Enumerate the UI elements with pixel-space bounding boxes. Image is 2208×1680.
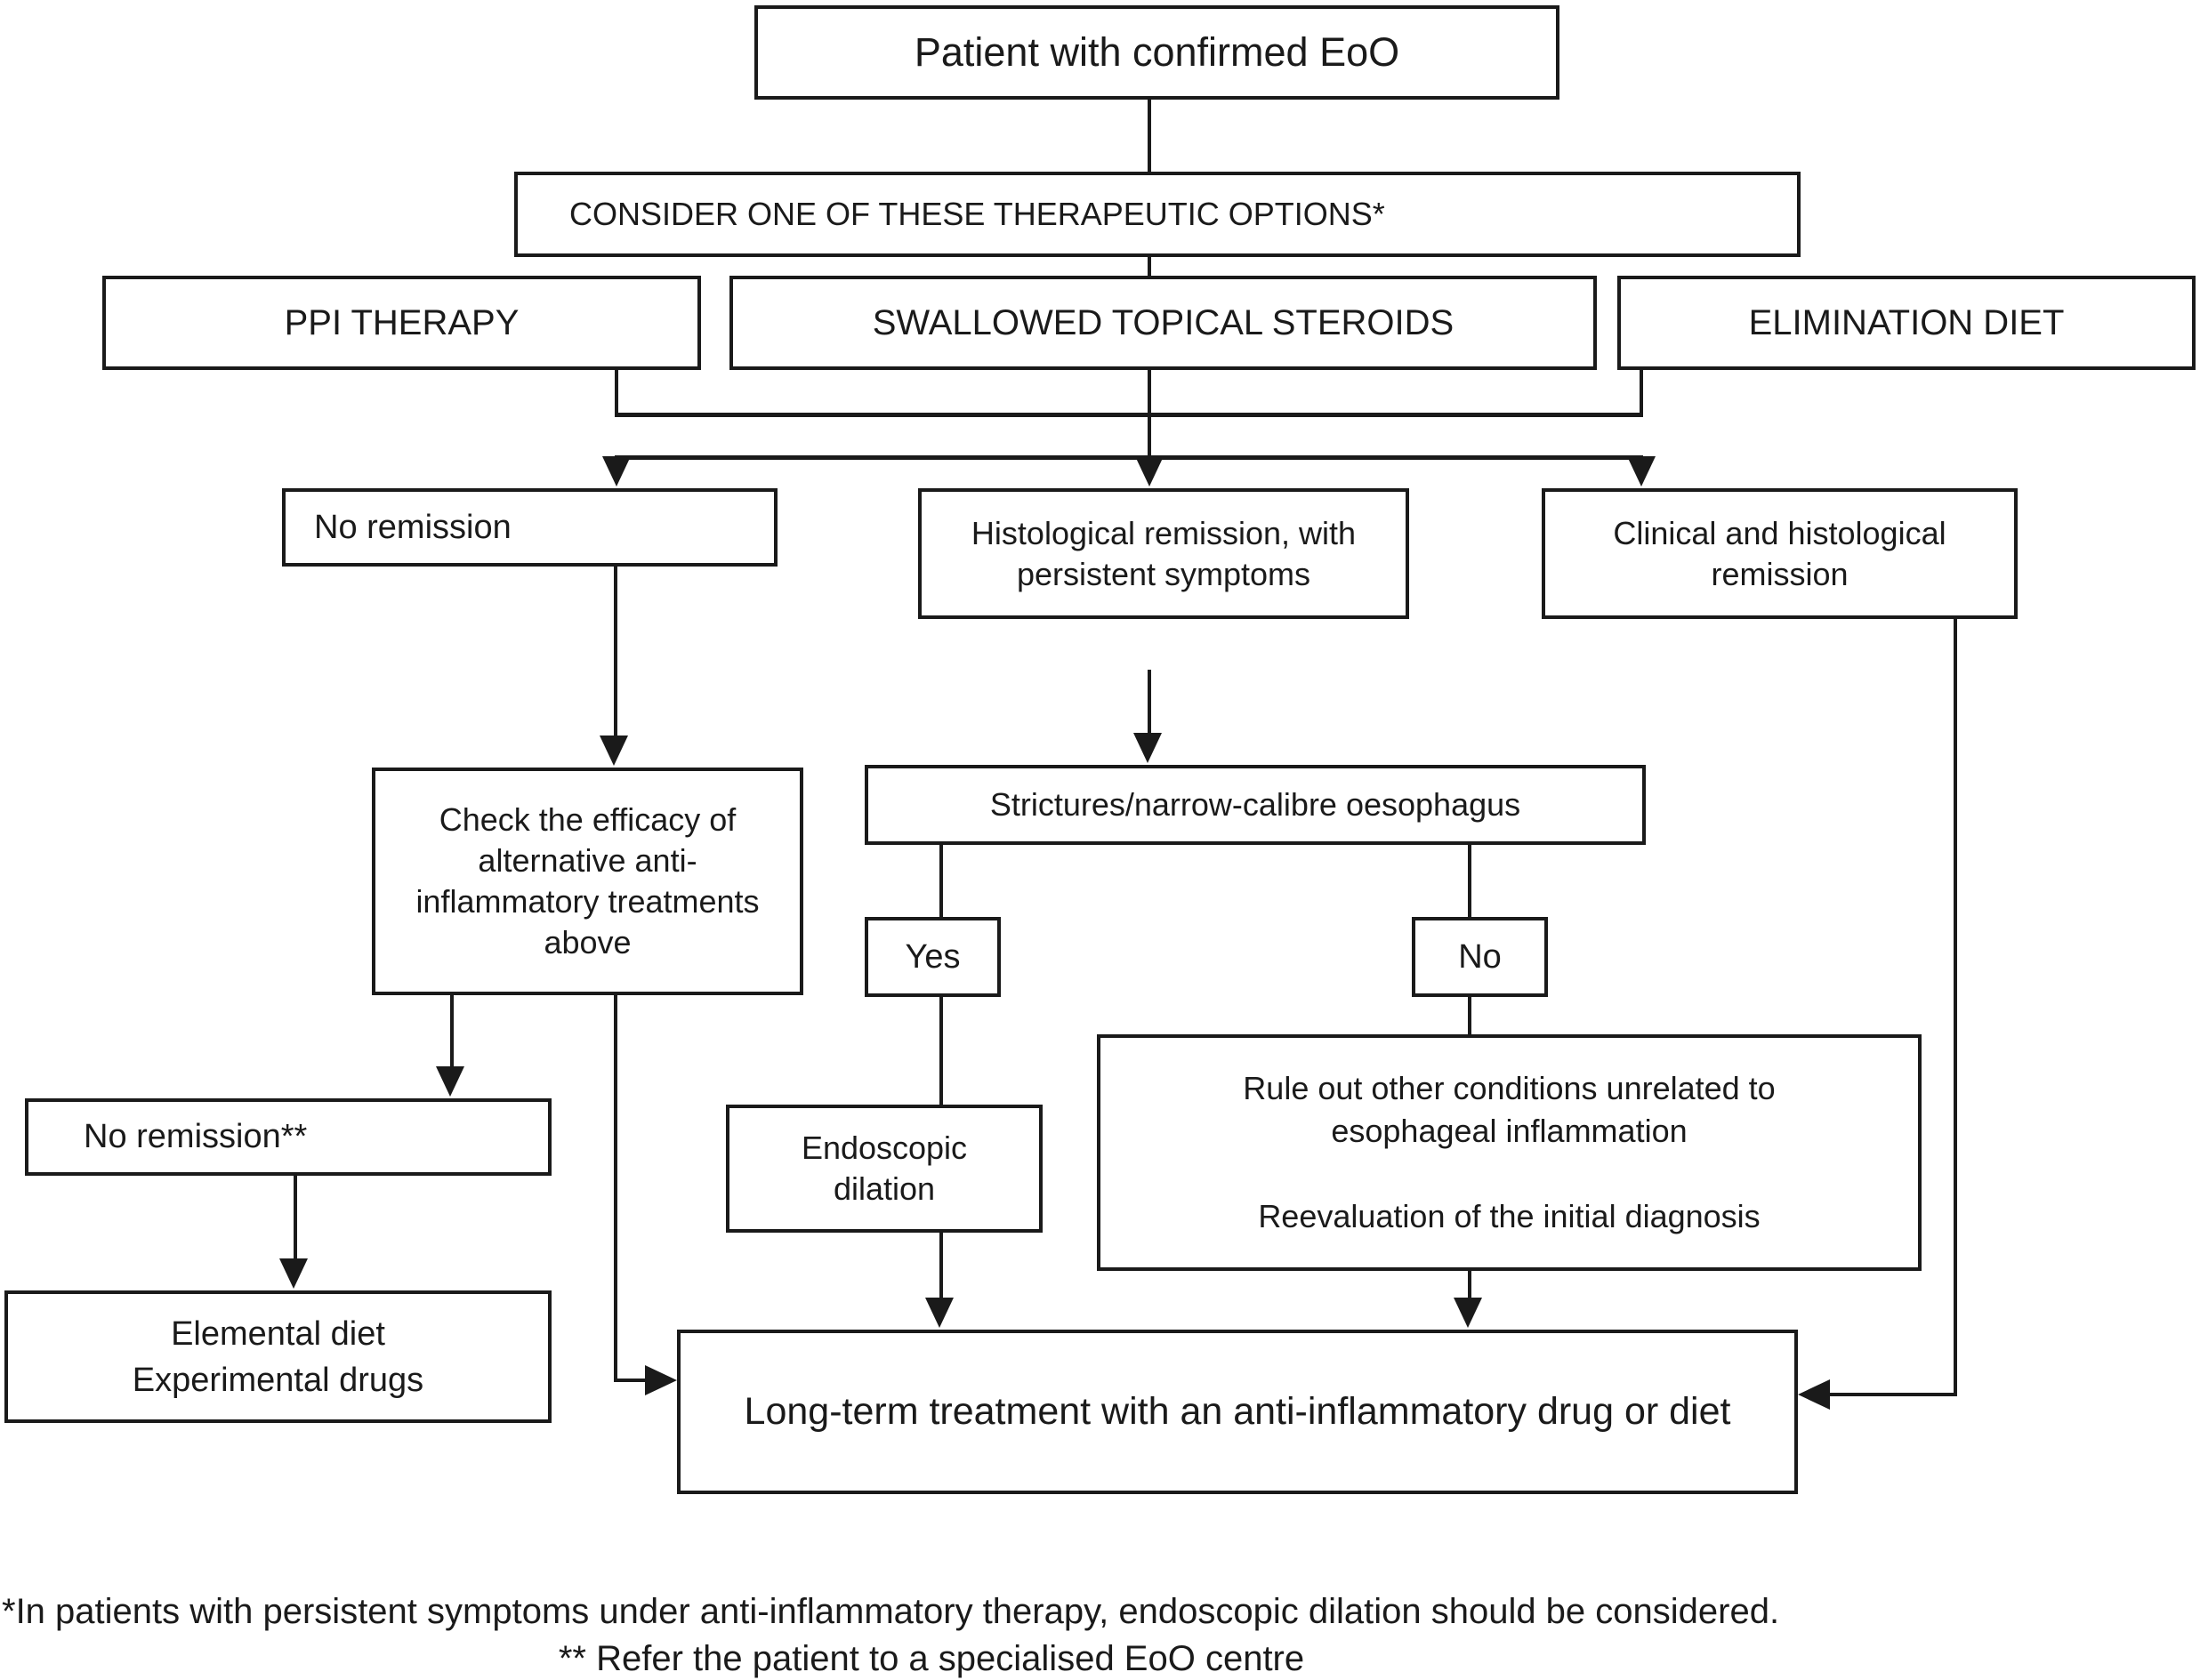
node-histological-remission: Histological remission, with persistent … [918,488,1409,619]
arrowhead-to-elemental [279,1258,308,1289]
connector-yes-to-endoscopic [939,997,943,1105]
connector-collector-to-spreader [1148,416,1151,455]
node-check-efficacy-alternative-treatments: Check the efficacy of alternative anti- … [372,768,803,995]
connector-clinical-to-longterm-horizontal [1830,1393,1957,1396]
connector-strictures-to-yes [939,845,943,917]
connector-ruleout-to-longterm [1468,1271,1471,1298]
arrowhead-right-into-longterm [1798,1379,1830,1410]
connector-check-to-longterm-horizontal [614,1379,645,1382]
connector-histological-to-strictures [1148,670,1151,733]
connector-check-to-longterm-vertical [614,995,617,1382]
node-consider-therapeutic-options: CONSIDER ONE OF THESE THERAPEUTIC OPTION… [514,172,1801,257]
node-no: No [1412,917,1548,997]
footnotes: *In patients with persistent symptoms un… [2,1588,1861,1680]
arrowhead-to-no-remission [602,456,631,486]
node-no-remission-starred: No remission** [25,1098,552,1176]
node-rule-out-other-conditions: Rule out other conditions unrelated to e… [1097,1034,1922,1271]
connector-check-to-no-remission-starred [450,995,454,1066]
arrowhead-ruleout-to-longterm [1454,1298,1482,1328]
connector-collector-line [615,413,1643,417]
connector-steroids-drop [1148,370,1151,413]
connector-strictures-to-no [1468,845,1471,917]
node-strictures-narrow-calibre: Strictures/narrow-calibre oesophagus [865,765,1646,845]
arrowhead-to-strictures [1133,733,1162,763]
connector-ppi-drop [615,370,618,413]
connector-endoscopic-to-longterm [939,1233,943,1298]
connector-no-to-ruleout [1468,997,1471,1034]
connector-patient-to-consider [1148,100,1151,172]
node-patient-confirmed-eoo: Patient with confirmed EoO [754,5,1559,100]
connector-elimination-drop [1640,370,1643,413]
connector-no-remission-to-check [614,567,617,736]
node-endoscopic-dilation: Endoscopic dilation [726,1105,1043,1233]
node-clinical-histological-remission: Clinical and histological remission [1542,488,2018,619]
node-no-remission: No remission [282,488,778,567]
node-long-term-treatment: Long-term treatment with an anti-inflamm… [677,1330,1798,1494]
arrowhead-to-no-remission-starred [436,1066,464,1097]
connector-consider-to-steroids [1148,257,1151,276]
node-yes: Yes [865,917,1001,997]
arrowhead-to-histological-remission [1135,456,1164,486]
footnote-asterisk: *In patients with persistent symptoms un… [2,1592,1780,1631]
node-swallowed-topical-steroids: SWALLOWED TOPICAL STEROIDS [729,276,1597,370]
arrowhead-to-check-efficacy [600,736,628,766]
node-elimination-diet: ELIMINATION DIET [1617,276,2196,370]
node-ppi-therapy: PPI THERAPY [102,276,701,370]
arrowhead-endoscopic-to-longterm [925,1298,954,1328]
footnote-double-asterisk: ** Refer the patient to a specialised Eo… [558,1639,1305,1678]
connector-spreader-line [615,455,1643,460]
connector-clinical-to-longterm-vertical [1954,619,1957,1396]
arrowhead-left-into-longterm [645,1365,677,1395]
arrowhead-to-clinical-remission [1627,456,1656,486]
connector-no-remission-starred-to-elemental [294,1176,297,1258]
node-elemental-diet-experimental-drugs: Elemental diet Experimental drugs [4,1290,552,1423]
